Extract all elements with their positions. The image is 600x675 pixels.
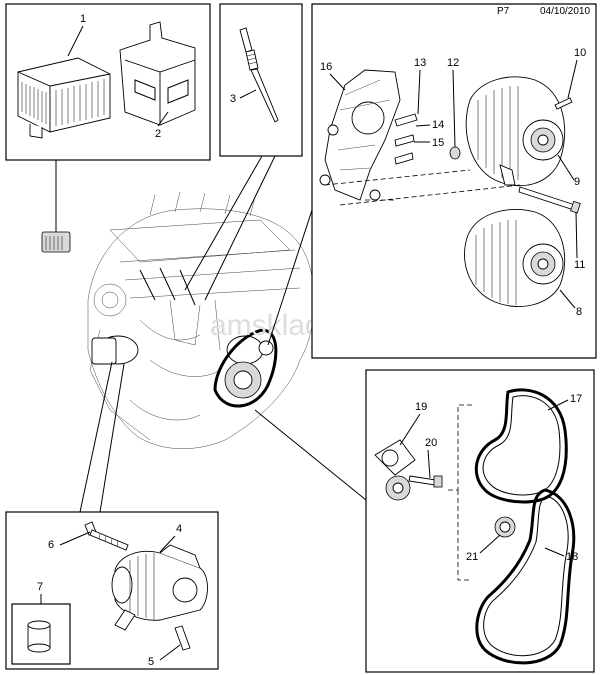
callout-label: 7 [37, 581, 43, 593]
callout-label: 14 [432, 119, 444, 131]
callout-label: 21 [466, 551, 478, 563]
callout-label: 16 [320, 61, 332, 73]
panel-glow-relay [5, 3, 211, 161]
callout-label: 4 [176, 523, 182, 535]
callout-label: 10 [574, 47, 586, 59]
panel-alternator [311, 3, 597, 359]
callout-label: 3 [230, 93, 236, 105]
callout-label: 9 [574, 176, 580, 188]
callout-label: 1 [80, 13, 86, 25]
page-code: P7 [497, 6, 510, 17]
callout-label: 5 [148, 656, 154, 668]
callout-label: 11 [574, 259, 585, 271]
engine-assembly [41, 191, 315, 449]
panel-belt-drive [365, 369, 595, 673]
revision-date: 04/10/2010 [540, 6, 590, 17]
callout-label: 2 [155, 128, 161, 140]
callout-label: 12 [447, 57, 459, 69]
callout-label: 18 [566, 551, 578, 563]
callout-label: 19 [415, 401, 427, 413]
callout-label: 6 [48, 539, 54, 551]
callout-label: 17 [570, 393, 582, 405]
callout-label: 20 [425, 437, 437, 449]
panel-glow-plug [219, 3, 303, 157]
callout-label: 15 [432, 137, 444, 149]
panel-starter [5, 511, 219, 670]
callout-label: 13 [414, 57, 426, 69]
callout-label: 8 [576, 306, 582, 318]
